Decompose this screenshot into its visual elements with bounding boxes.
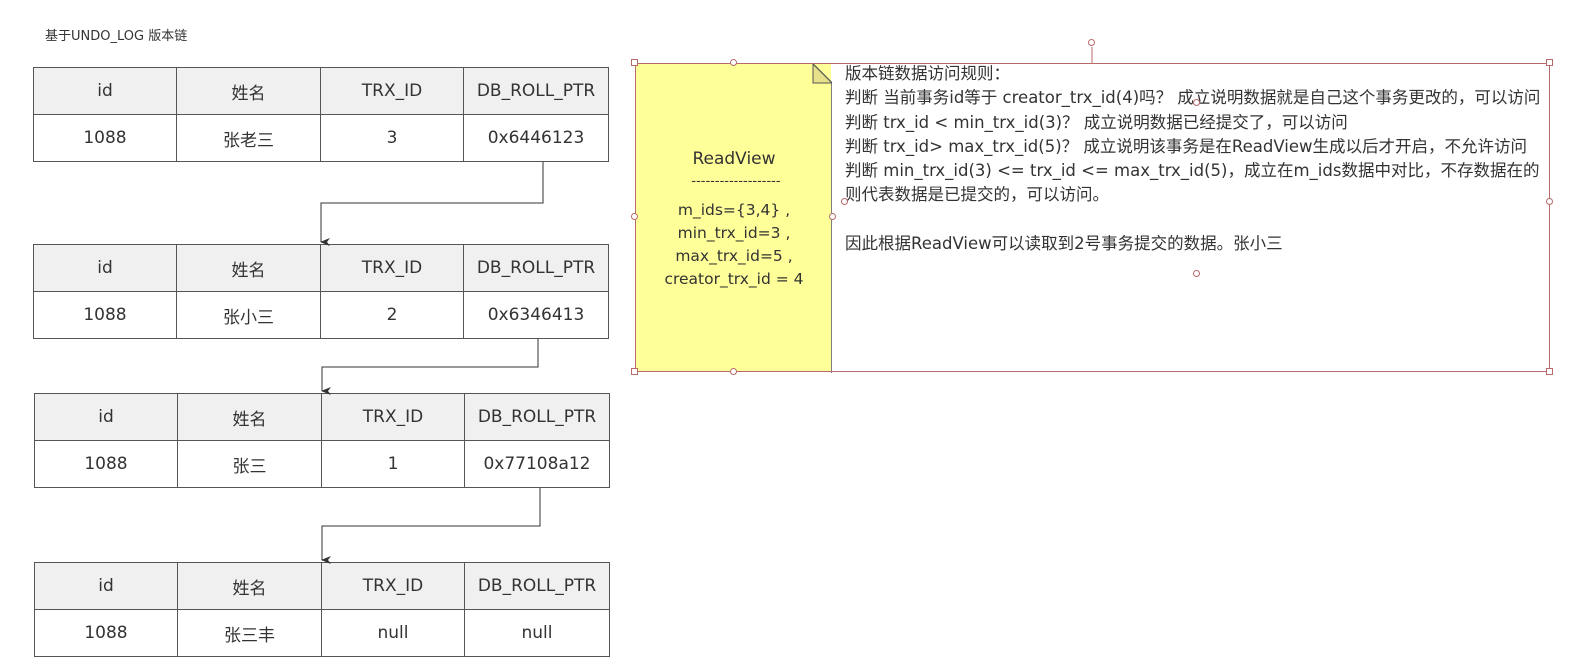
connection-point-text-top[interactable] — [1193, 99, 1200, 106]
resize-handle-top-left[interactable] — [631, 59, 638, 66]
resize-handle-bottom-right[interactable] — [1546, 368, 1553, 375]
cell-name: 张老三 — [176, 114, 321, 162]
roll-ptr-arrow-1[interactable] — [320, 162, 544, 246]
col-header-roll-ptr: DB_ROLL_PTR — [464, 393, 610, 441]
col-header-trx-id: TRX_ID — [321, 393, 465, 441]
rules-conclusion: 因此根据ReadView可以读取到2号事务提交的数据。张小三 — [845, 233, 1283, 253]
cell-trx-id: 2 — [320, 291, 464, 339]
rotate-handle[interactable] — [1088, 39, 1095, 46]
readview-field: creator_trx_id = 4 — [664, 270, 804, 288]
col-header-trx-id: TRX_ID — [320, 67, 464, 115]
rule-line: 判断 min_trx_id(3) <= trx_id <= max_trx_id… — [845, 161, 1540, 205]
readview-field: min_trx_id=3 , — [677, 224, 791, 242]
cell-roll-ptr: 0x6346413 — [463, 291, 609, 339]
rule-line: 判断 trx_id < min_trx_id(3)？ 成立说明数据已经提交了，可… — [845, 112, 1348, 132]
roll-ptr-arrow-2[interactable] — [321, 339, 539, 395]
connection-point-note-bottom[interactable] — [730, 368, 737, 375]
cell-name: 张小三 — [176, 291, 321, 339]
version-table-4[interactable]: id 姓名 TRX_ID DB_ROLL_PTR 1088 张三丰 null n… — [34, 562, 610, 657]
cell-name: 张三丰 — [177, 609, 322, 657]
cell-trx-id: 3 — [320, 114, 464, 162]
col-header-id: id — [34, 562, 178, 610]
rules-heading: 版本链数据访问规则： — [845, 64, 1010, 83]
cell-name: 张三 — [177, 440, 322, 488]
col-header-roll-ptr: DB_ROLL_PTR — [464, 562, 610, 610]
cell-trx-id: null — [321, 609, 465, 657]
cell-roll-ptr: null — [464, 609, 610, 657]
cell-trx-id: 1 — [321, 440, 465, 488]
version-table-2[interactable]: id 姓名 TRX_ID DB_ROLL_PTR 1088 张小三 2 0x63… — [33, 244, 609, 339]
readview-separator: ------------------- — [691, 174, 781, 189]
resize-handle-bottom-left[interactable] — [631, 368, 638, 375]
readview-fields: m_ids={3,4} , min_trx_id=3 , max_trx_id=… — [636, 199, 832, 291]
readview-field: max_trx_id=5 , — [675, 247, 793, 265]
readview-title: ReadView — [692, 149, 776, 169]
readview-field: m_ids={3,4} , — [677, 201, 791, 219]
rule-line: 判断 当前事务id等于 creator_trx_id(4)吗？ 成立说明数据就是… — [845, 88, 1541, 108]
diagram-title: 基于UNDO_LOG 版本链 — [45, 29, 188, 44]
version-table-1[interactable]: id 姓名 TRX_ID DB_ROLL_PTR 1088 张老三 3 0x64… — [33, 67, 609, 162]
col-header-name: 姓名 — [177, 393, 322, 441]
rule-line: 判断 trx_id> max_trx_id(5)？ 成立说明该事务是在ReadV… — [845, 136, 1528, 156]
access-rules-text[interactable]: 版本链数据访问规则： 判断 当前事务id等于 creator_trx_id(4)… — [845, 62, 1553, 256]
col-header-name: 姓名 — [177, 562, 322, 610]
connection-point-note-top[interactable] — [730, 59, 737, 66]
col-header-name: 姓名 — [176, 67, 321, 115]
col-header-trx-id: TRX_ID — [320, 244, 464, 292]
cell-id: 1088 — [34, 440, 178, 488]
connection-point-text-right[interactable] — [1546, 198, 1553, 205]
cell-roll-ptr: 0x6446123 — [463, 114, 609, 162]
cell-roll-ptr: 0x77108a12 — [464, 440, 610, 488]
resize-handle-top-right[interactable] — [1546, 59, 1553, 66]
connection-point-note-left[interactable] — [631, 213, 638, 220]
cell-id: 1088 — [33, 114, 177, 162]
col-header-roll-ptr: DB_ROLL_PTR — [463, 67, 609, 115]
roll-ptr-arrow-3[interactable] — [321, 488, 541, 564]
version-table-3[interactable]: id 姓名 TRX_ID DB_ROLL_PTR 1088 张三 1 0x771… — [34, 393, 610, 488]
cell-id: 1088 — [33, 291, 177, 339]
connection-point-text-bottom[interactable] — [1193, 270, 1200, 277]
col-header-id: id — [33, 244, 177, 292]
col-header-id: id — [34, 393, 178, 441]
col-header-name: 姓名 — [176, 244, 321, 292]
connection-point-text-left[interactable] — [841, 198, 848, 205]
readview-note[interactable]: ReadView ------------------- m_ids={3,4}… — [635, 63, 832, 373]
col-header-trx-id: TRX_ID — [321, 562, 465, 610]
connection-point-note-right[interactable] — [829, 213, 836, 220]
